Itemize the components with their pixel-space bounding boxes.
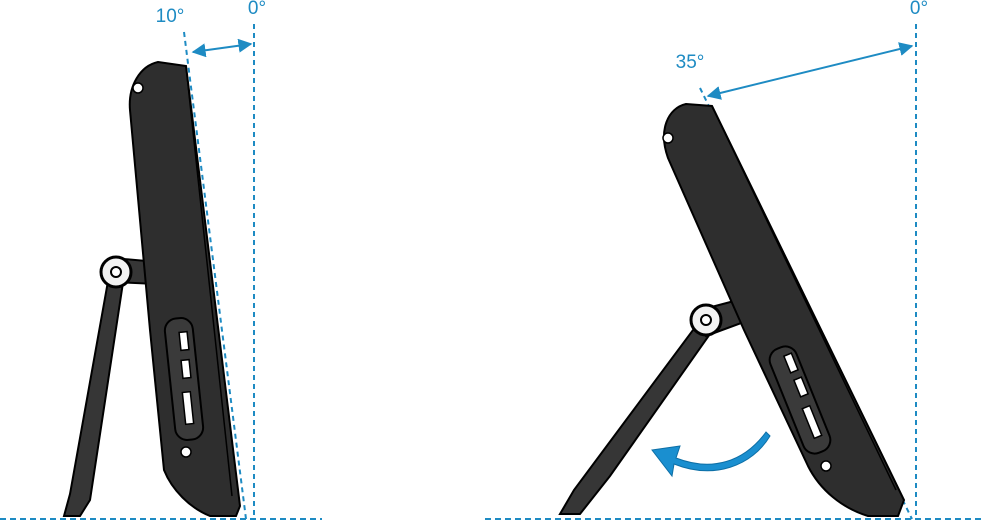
right-usb-port-icon — [792, 376, 810, 398]
left-device-body — [128, 60, 242, 517]
right-usb-port-icon — [782, 352, 800, 374]
right-figure: 35° 0° — [485, 0, 985, 520]
right-screen-edge — [711, 105, 897, 491]
left-tilt-label: 10° — [156, 6, 185, 27]
left-tilt-guide — [183, 31, 247, 520]
right-card-slot-icon — [801, 404, 823, 440]
left-usb-port-icon — [178, 330, 190, 352]
right-tilt-label: 35° — [676, 52, 705, 73]
left-camera-icon — [132, 82, 144, 94]
right-stand-leg — [558, 324, 712, 515]
left-screen-edge — [185, 65, 233, 497]
right-device-body — [663, 102, 906, 517]
curved-arrow-left-icon — [651, 431, 771, 478]
left-stand-leg — [62, 268, 126, 517]
left-usb-port-icon — [180, 358, 192, 380]
right-power-icon — [820, 460, 832, 472]
left-hinge-pin — [110, 266, 122, 278]
right-hinge-pin — [700, 314, 712, 326]
right-angle-dimension — [706, 42, 914, 100]
left-figure: 10° 0° — [0, 0, 322, 520]
left-card-slot-icon — [181, 390, 195, 426]
left-angle-dimension — [191, 38, 253, 58]
left-vertical-label: 0° — [248, 0, 266, 19]
right-camera-icon — [662, 132, 674, 144]
right-vertical-label: 0° — [910, 0, 928, 19]
left-power-icon — [180, 446, 192, 458]
